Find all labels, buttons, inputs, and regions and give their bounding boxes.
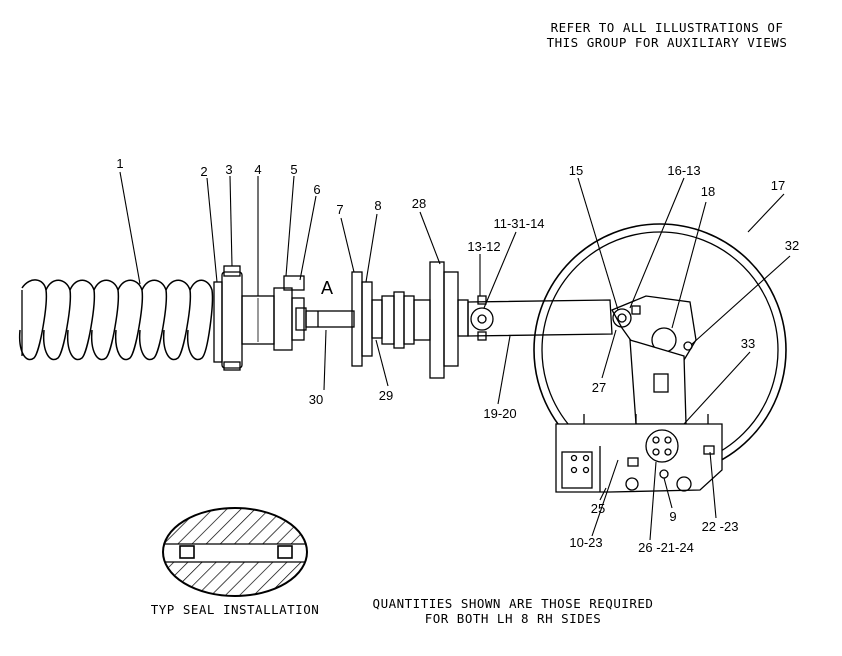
flange-5 xyxy=(273,287,293,351)
spring-retainer xyxy=(213,265,307,371)
callout-5: 5 xyxy=(290,162,297,177)
lever-pin-15 xyxy=(612,308,632,328)
bracket-hub-bolt-4 xyxy=(664,448,672,456)
yoke-pin-left xyxy=(470,307,494,331)
bracket-slot xyxy=(653,373,669,393)
callout-10-23: 10-23 xyxy=(569,535,602,550)
quantities-note-line2: FOR BOTH LH 8 RH SIDES xyxy=(424,611,602,626)
callout-6: 6 xyxy=(313,182,320,197)
bracket-boss-left xyxy=(625,477,639,491)
header-note-line2: THIS GROUP FOR AUXILIARY VIEWS xyxy=(546,35,788,50)
yoke-pin-left-inner xyxy=(477,314,487,324)
quantities-note: QUANTITIES SHOWN ARE THOSE REQUIRED FOR … xyxy=(360,596,666,626)
cylinder-body xyxy=(413,299,431,341)
callout-30: 30 xyxy=(309,392,323,407)
seal-upper-hatch xyxy=(163,508,307,544)
bracket-body xyxy=(555,339,723,493)
collar-3 xyxy=(221,271,243,369)
flange-28-neck xyxy=(457,299,469,337)
bracket-hole-d xyxy=(582,466,590,474)
bracket-base xyxy=(555,423,723,493)
rod-30 xyxy=(305,310,355,328)
bracket-nut-10 xyxy=(627,457,639,467)
spring-coils xyxy=(18,279,214,361)
cylinder-ring-a xyxy=(381,295,395,345)
quantities-note-line1: QUANTITIES SHOWN ARE THOSE REQUIRED xyxy=(372,596,654,611)
cylinder-29 xyxy=(381,291,431,349)
callout-13-12: 13-12 xyxy=(467,239,500,254)
callout-27: 27 xyxy=(592,380,606,395)
callout-19-20: 19-20 xyxy=(483,406,516,421)
collar-3-top-cap xyxy=(223,265,241,277)
header-note: REFER TO ALL ILLUSTRATIONS OF THIS GROUP… xyxy=(538,20,796,50)
bracket-hub-bolt-3 xyxy=(652,448,660,456)
callout-8: 8 xyxy=(374,198,381,213)
seal-ring-right xyxy=(277,545,293,559)
seal-section xyxy=(163,508,307,596)
plates-7-8 xyxy=(351,271,383,367)
yoke-bolt-bottom xyxy=(477,331,487,341)
callout-15: 15 xyxy=(569,163,583,178)
callout-4: 4 xyxy=(254,162,261,177)
bracket-pad-left xyxy=(561,451,593,489)
retainer-plate xyxy=(213,281,223,363)
callout-26-21-24: 26 -21-24 xyxy=(638,540,694,555)
yoke-link xyxy=(467,295,613,341)
collar-3-bottom-cap xyxy=(223,361,241,371)
leader-lines xyxy=(119,171,791,541)
callout-29: 29 xyxy=(379,388,393,403)
callout-28: 28 xyxy=(412,196,426,211)
seal-ring-left xyxy=(179,545,195,559)
yoke-bolt-top xyxy=(477,295,487,305)
bracket-nut-22 xyxy=(703,445,715,455)
callout-7: 7 xyxy=(336,202,343,217)
bracket-hub xyxy=(645,429,679,463)
header-note-line1: REFER TO ALL ILLUSTRATIONS OF xyxy=(550,20,784,35)
spacer-8 xyxy=(371,299,383,339)
callout-33: 33 xyxy=(741,336,755,351)
cylinder-ring-b xyxy=(393,291,405,349)
callout-1: 1 xyxy=(116,156,123,171)
callout-2: 2 xyxy=(200,164,207,179)
seal-outline xyxy=(162,507,308,597)
bracket-hub-bolt-1 xyxy=(652,436,660,444)
view-label-a: A xyxy=(321,278,333,298)
callout-32: 32 xyxy=(785,238,799,253)
lever-nut-16 xyxy=(631,305,641,315)
callout-25: 25 xyxy=(591,501,605,516)
cylinder-ring-c xyxy=(403,295,415,345)
bracket-hub-bolt-2 xyxy=(664,436,672,444)
seal-detail xyxy=(162,507,308,597)
callout-labels: 1 2 3 4 5 6 7 8 28 11-31-14 13-12 15 16-… xyxy=(116,156,799,555)
flange-28-disc xyxy=(429,261,445,379)
bracket-boss-right xyxy=(676,476,692,492)
bracket-6 xyxy=(283,275,305,291)
callout-11-31-14: 11-31-14 xyxy=(493,216,544,231)
plate-8 xyxy=(361,281,373,357)
flange-28 xyxy=(429,261,469,379)
flange-28-hub xyxy=(443,271,459,367)
lever-pin-15-inner xyxy=(617,313,627,323)
recoil-spring xyxy=(18,279,214,361)
callout-17: 17 xyxy=(771,178,785,193)
bracket-hole-c xyxy=(570,466,578,474)
bracket-hole-b xyxy=(582,454,590,462)
yoke-body xyxy=(467,299,613,337)
lever-bolt-32 xyxy=(683,341,693,351)
callout-22-23: 22 -23 xyxy=(702,519,739,534)
callout-9: 9 xyxy=(669,509,676,524)
seal-caption: TYP SEAL INSTALLATION xyxy=(150,602,320,617)
bracket-hole-a xyxy=(570,454,578,462)
callout-3: 3 xyxy=(225,162,232,177)
callout-16-13: 16-13 xyxy=(667,163,700,178)
callout-18: 18 xyxy=(701,184,715,199)
cap-6 xyxy=(291,297,305,341)
rod-assembly xyxy=(305,310,355,328)
